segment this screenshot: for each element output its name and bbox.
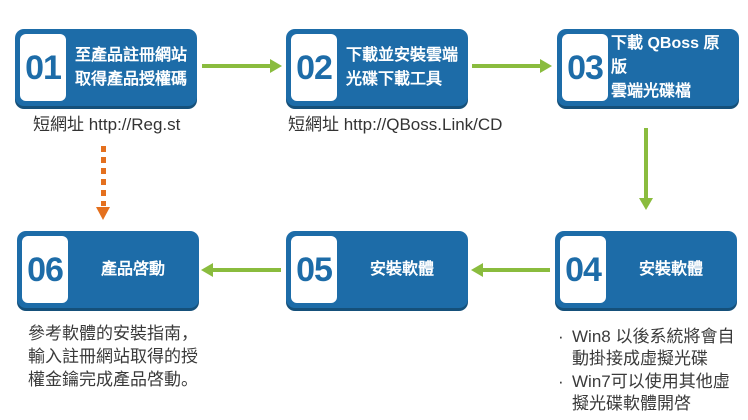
- step-number: 06: [27, 250, 64, 289]
- step-box-02: 02 下載並安裝雲端 光碟下載工具: [286, 29, 468, 106]
- step-number-panel: 05: [291, 236, 337, 303]
- step-title: 產品啓動: [100, 260, 165, 278]
- note-step-06: 參考軟體的安裝指南， 輸入註冊網站取得的授 權金鑰完成產品啓動。: [28, 324, 198, 389]
- bullet-icon: ·: [558, 327, 564, 346]
- step-title: 下載 QBoss 原版 雲端光碟檔: [611, 34, 720, 100]
- arrow-01-to-02-icon: [202, 59, 282, 73]
- dashed-arrow-01-to-06-icon: [96, 146, 111, 220]
- step-number: 03: [567, 48, 604, 87]
- step-title: 安裝軟體: [369, 260, 434, 278]
- step-number: 02: [296, 48, 333, 87]
- arrow-05-to-06-icon: [201, 263, 281, 277]
- note-item: · Win8 以後系統將會自 動掛接成虛擬光碟: [558, 326, 744, 370]
- arrow-03-to-04-icon: [639, 128, 653, 210]
- arrow-04-to-05-icon: [471, 263, 550, 277]
- step-number-panel: 03: [562, 34, 608, 101]
- step-box-05: 05 安裝軟體: [286, 231, 468, 308]
- step-box-04: 04 安裝軟體: [555, 231, 737, 308]
- note-text: Win8 以後系統將會自 動掛接成虛擬光碟: [572, 327, 735, 368]
- caption-step-02: 短網址 http://QBoss.Link/CD: [288, 115, 503, 134]
- bullet-icon: ·: [558, 372, 564, 391]
- step-number-panel: 04: [560, 236, 606, 303]
- step-title: 安裝軟體: [638, 260, 703, 278]
- notes-step-04: · Win8 以後系統將會自 動掛接成虛擬光碟 · Win7可以使用其他虛 擬光…: [558, 326, 744, 416]
- arrow-02-to-03-icon: [472, 59, 552, 73]
- step-title: 下載並安裝雲端 光碟下載工具: [345, 46, 458, 88]
- step-box-03: 03 下載 QBoss 原版 雲端光碟檔: [557, 29, 739, 106]
- step-number-panel: 06: [22, 236, 68, 303]
- caption-step-01: 短網址 http://Reg.st: [33, 115, 181, 134]
- step-number: 04: [565, 250, 602, 289]
- step-number: 05: [296, 250, 333, 289]
- step-box-06: 06 產品啓動: [17, 231, 199, 308]
- step-number-panel: 02: [291, 34, 337, 101]
- step-box-01: 01 至產品註冊網站 取得產品授權碼: [15, 29, 197, 106]
- step-number-panel: 01: [20, 34, 66, 101]
- step-number: 01: [25, 48, 62, 87]
- note-item: · Win7可以使用其他虛 擬光碟軟體開啓: [558, 371, 744, 415]
- step-title: 至產品註冊網站 取得產品授權碼: [74, 46, 187, 88]
- note-text: Win7可以使用其他虛 擬光碟軟體開啓: [572, 372, 730, 413]
